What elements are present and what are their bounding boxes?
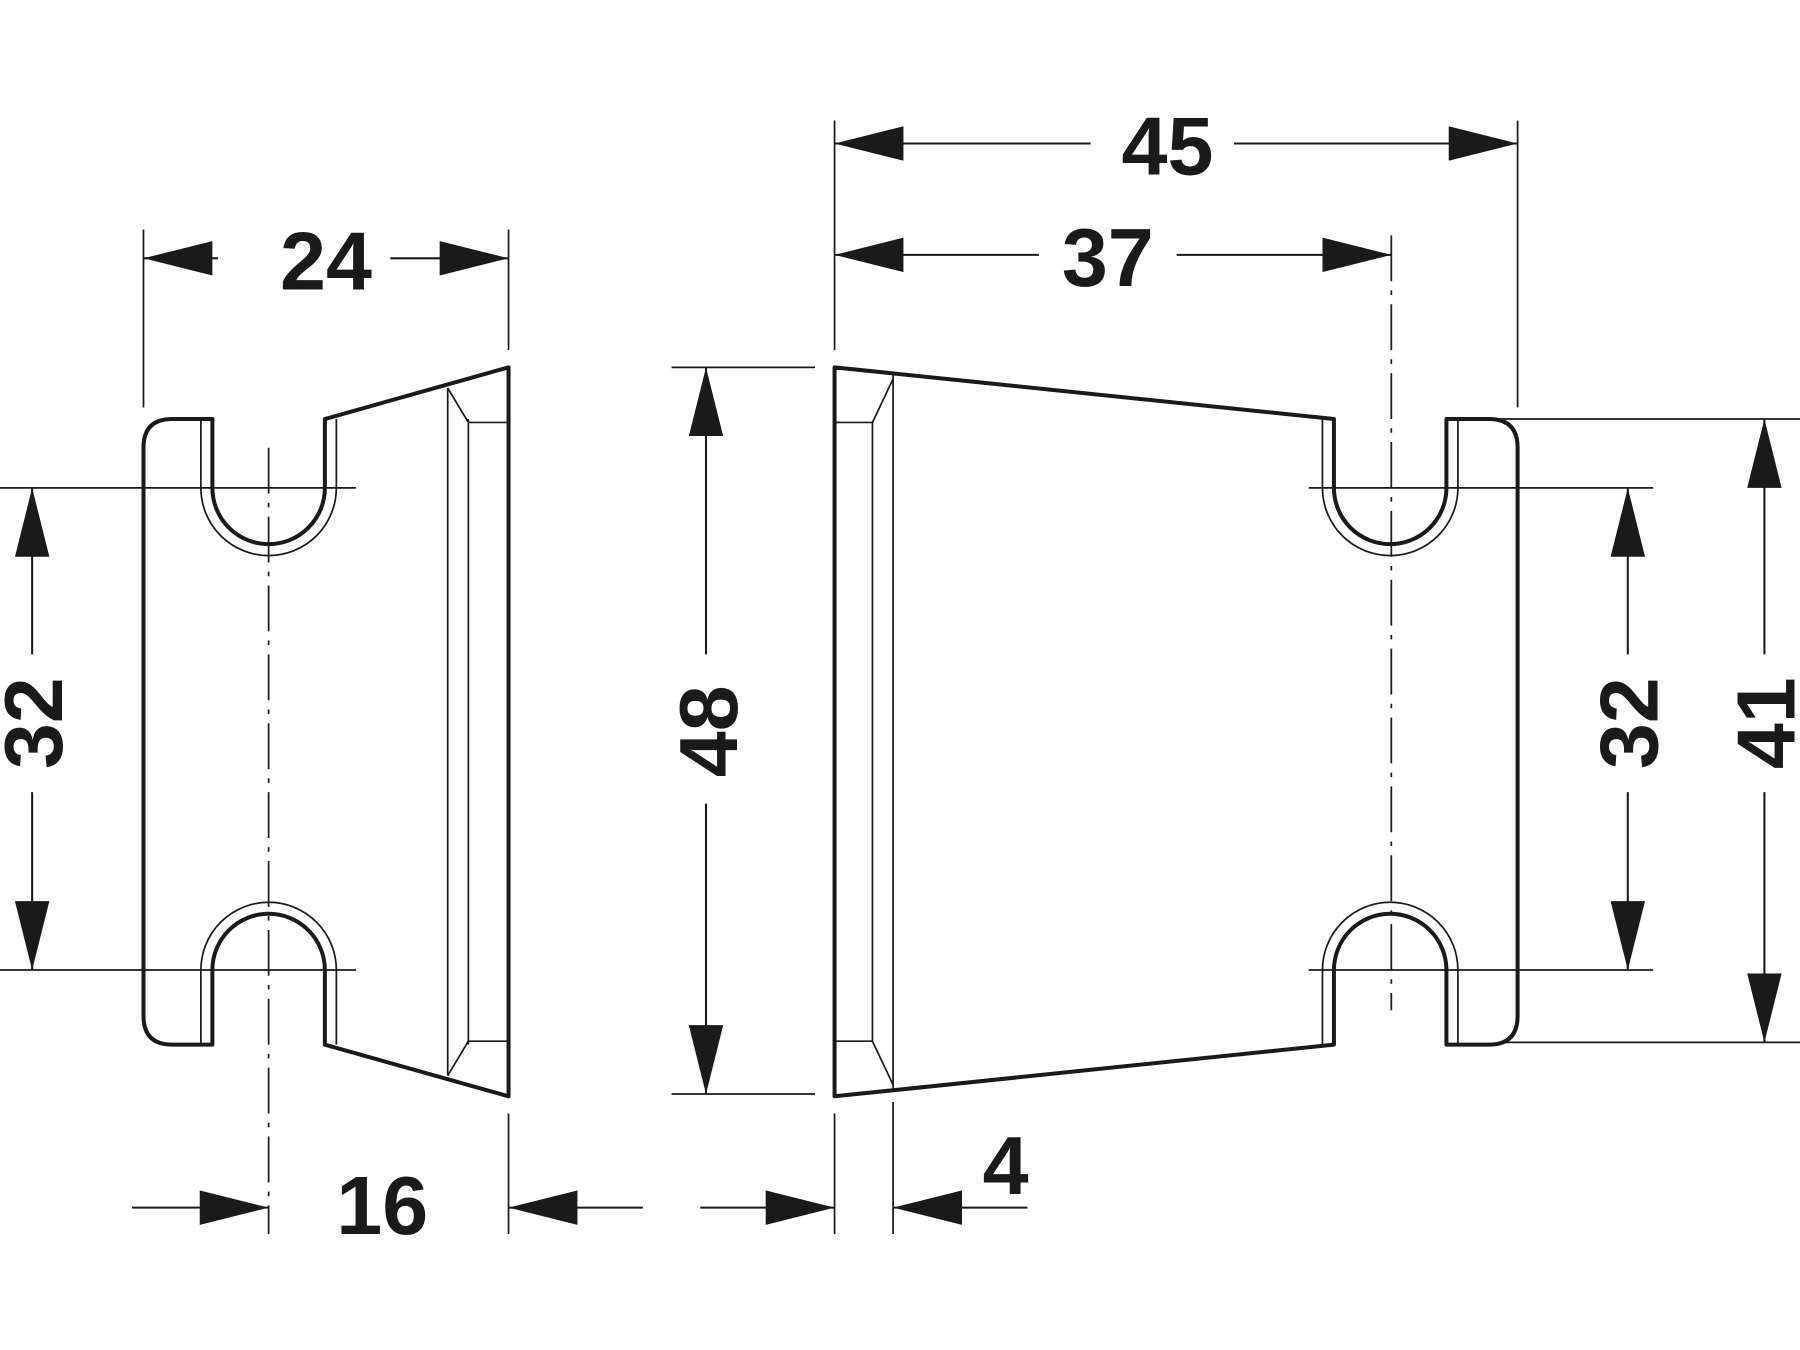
dimension-41: 41 [1719, 419, 1800, 1043]
dimension-4: 4 [700, 1119, 1029, 1225]
right-bracket-side-view [832, 235, 1654, 1099]
dimension-label: 45 [1122, 99, 1214, 192]
dimension-label: 4 [983, 1119, 1029, 1212]
dimension-45: 45 [834, 99, 1518, 192]
dimension-48: 48 [662, 367, 755, 1095]
dimension-label: 24 [280, 214, 372, 307]
dimension-32-left: 32 [0, 487, 80, 971]
extension-lines [142, 120, 1800, 1235]
dimension-label: 16 [336, 1159, 428, 1252]
left-bracket-side-view [0, 365, 511, 1235]
dimension-label: 37 [1062, 211, 1154, 304]
dimension-16: 16 [132, 1159, 643, 1252]
dimension-label: 41 [1719, 677, 1800, 769]
dimension-24: 24 [143, 214, 509, 307]
dimension-label: 32 [0, 677, 80, 769]
dimension-label: 48 [662, 685, 755, 777]
dimension-32-right: 32 [1583, 487, 1676, 971]
dimension-label: 32 [1583, 677, 1676, 769]
dimension-37: 37 [834, 211, 1392, 304]
